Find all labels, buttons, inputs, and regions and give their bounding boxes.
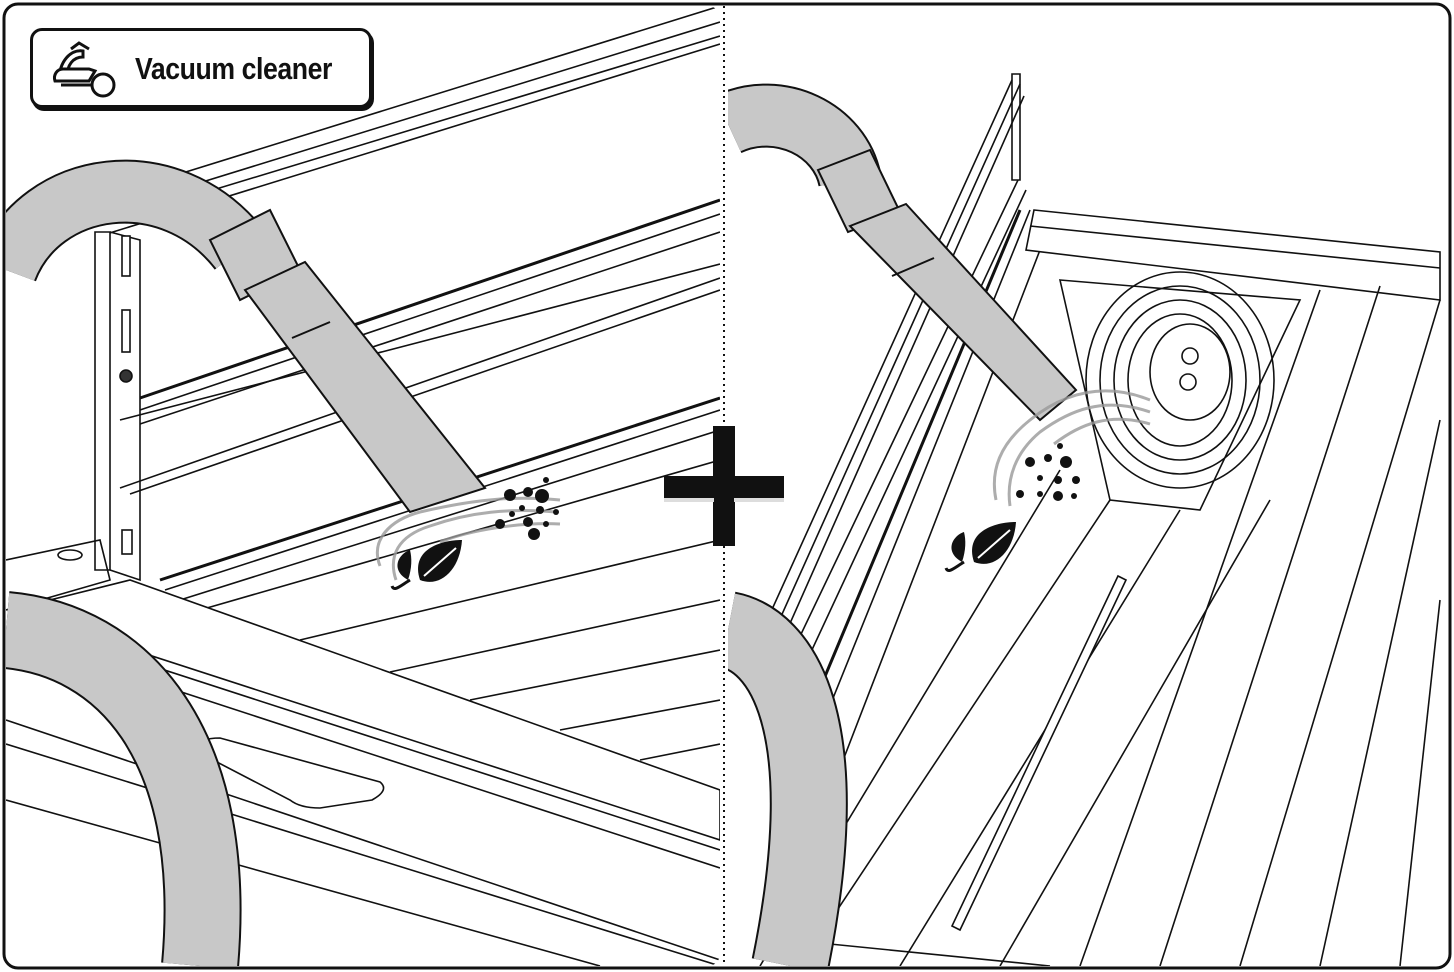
left-panel [6, 6, 720, 966]
plus-icon [664, 426, 784, 546]
right-hose [728, 83, 1078, 422]
label-text: Vacuum cleaner [135, 51, 333, 86]
vacuum-cleaner-icon [53, 41, 116, 98]
right-airflow [992, 389, 1151, 507]
right-panel [728, 73, 1441, 966]
left-hose [6, 159, 487, 514]
leaf-icon [944, 522, 1016, 572]
right-debris [1016, 443, 1080, 501]
leaf-icon [390, 540, 462, 590]
vacuum-cleaner-label: Vacuum cleaner [30, 28, 372, 108]
left-debris [495, 477, 559, 540]
